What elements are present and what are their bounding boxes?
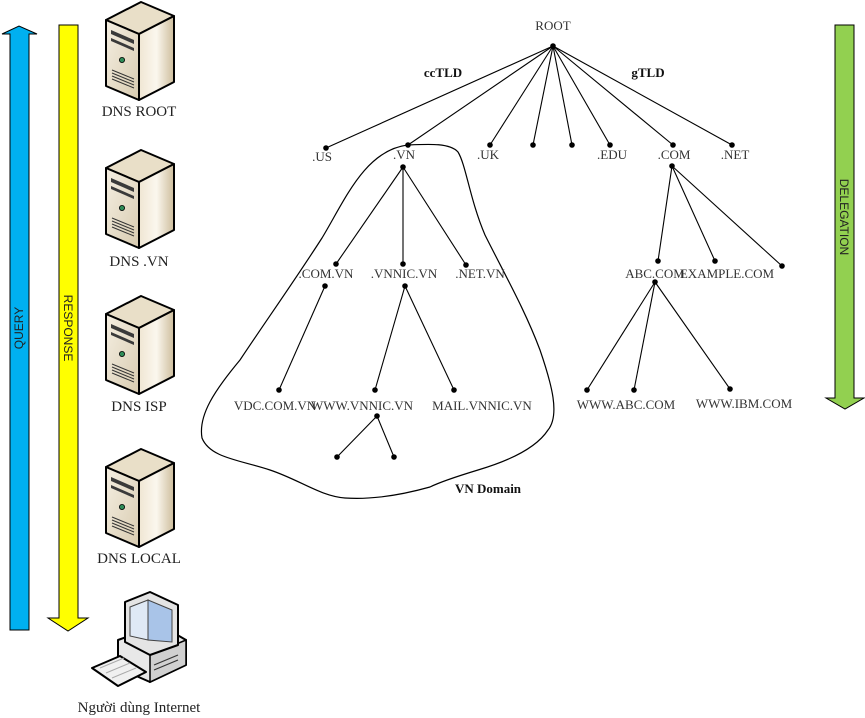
delegation-arrow: DELEGATION [824,24,865,410]
vn-grandchild-label: WWW.VNNIC.VN [311,398,414,413]
tree-node [669,163,675,169]
tree-node [322,283,328,289]
tree-node [584,387,590,393]
cctld-label: ccTLD [424,65,462,80]
tree-node [374,413,380,419]
vn-grandchild-label: VDC.COM.VN [234,398,317,413]
tree-node [631,387,637,393]
client-label: Người dùng Internet [78,700,202,716]
server-icon [105,1,175,101]
tree-node [655,258,661,264]
server-icon [105,149,175,249]
tree-node [487,142,493,148]
tree-node [530,142,536,148]
tree-node [405,142,411,148]
tree-node [607,142,613,148]
com-child-label: ABC.COM [625,266,685,281]
tree-node [712,258,718,264]
vn-child-label: .NET.VN [455,266,505,281]
root-label: ROOT [535,18,570,33]
query-arrow: QUERY [1,25,38,631]
tld-label: .COM [658,147,691,162]
tree-node [333,261,339,267]
server-label: DNS .VN [109,254,168,270]
tree-node [400,164,406,170]
query-arrow-label: QUERY [12,307,26,349]
tree-node [670,142,676,148]
response-arrow: RESPONSE [46,24,90,632]
tree-node [451,387,457,393]
server-dns-vn: DNS .VN [105,149,175,270]
com-child-label: EXAMPLE.COM [680,266,775,281]
response-arrow-label: RESPONSE [61,295,75,362]
vn-domain-label: VN Domain [455,481,522,496]
tree-node [372,387,378,393]
tld-label: .UK [477,147,500,162]
server-dns-isp: DNS ISP [105,295,175,415]
desktop-computer-icon [91,591,187,687]
server-icon [105,448,175,548]
tree-node [729,142,735,148]
tld-label: .VN [393,147,416,162]
gtld-label: gTLD [631,65,664,80]
tree-edges [278,45,783,458]
tree-node [276,387,282,393]
tld-label: .US [312,149,332,164]
server-label: DNS LOCAL [97,551,181,567]
tree-node [323,145,329,151]
abc-child-label: WWW.ABC.COM [577,397,676,412]
tree-node [779,263,785,269]
tree-node [391,454,397,460]
server-label: DNS ISP [111,399,166,415]
tree-node [652,279,658,285]
vn-domain-zone-outline [200,143,555,499]
tree-node [550,43,556,49]
tree-labels: ROOT ccTLD gTLD .US .VN .UK .EDU .COM .N… [234,18,793,496]
tld-label: .EDU [597,147,628,162]
server-label: DNS ROOT [102,104,177,120]
vn-grandchild-label: MAIL.VNNIC.VN [432,398,532,413]
tree-node [402,283,408,289]
tree-node [400,261,406,267]
abc-child-label: WWW.IBM.COM [696,396,793,411]
delegation-arrow-label: DELEGATION [837,179,851,255]
server-dns-local: DNS LOCAL [97,448,181,567]
vn-child-label: .COM.VN [299,266,355,281]
tree-nodes [276,43,785,460]
tree-node [569,142,575,148]
server-icon [105,295,175,395]
tree-node [727,386,733,392]
tree-node [334,454,340,460]
client-computer: Người dùng Internet [78,591,202,716]
server-dns-root: DNS ROOT [102,1,177,120]
tree-node [463,262,469,268]
tld-label: .NET [721,147,750,162]
vn-child-label: .VNNIC.VN [371,266,438,281]
